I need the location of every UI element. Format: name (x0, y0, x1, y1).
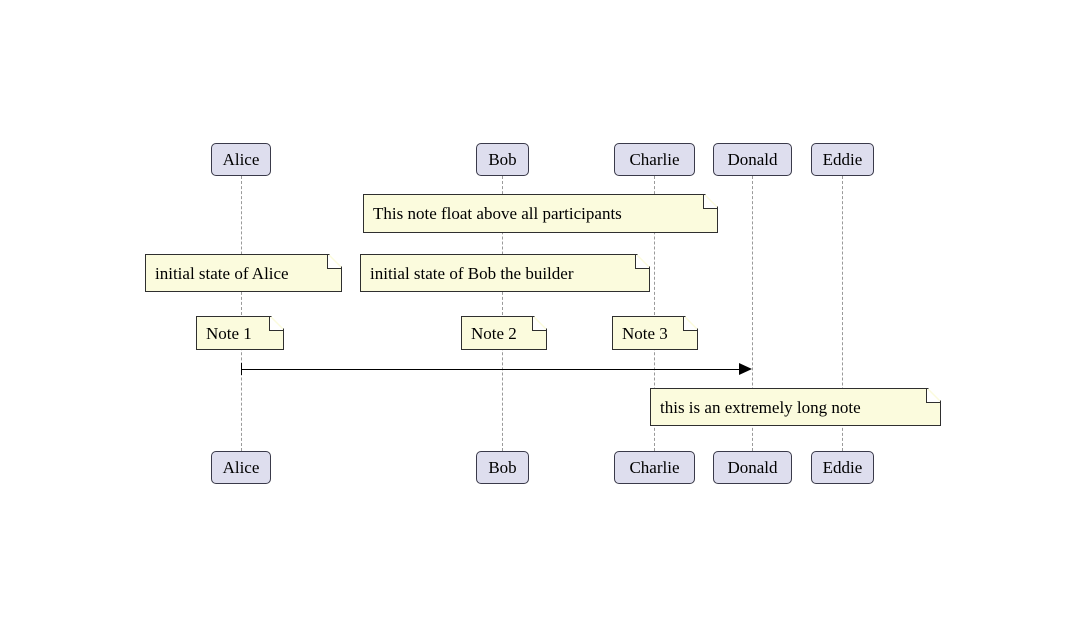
participant-charlie-bottom[interactable]: Charlie (614, 451, 695, 484)
participant-donald-top[interactable]: Donald (713, 143, 792, 176)
note-text: initial state of Bob the builder (370, 263, 574, 283)
lifeline-charlie (654, 176, 655, 451)
participant-label: Alice (222, 150, 260, 169)
note-2[interactable]: Note 2 (461, 316, 547, 350)
participant-label: Charlie (629, 458, 680, 477)
note-1[interactable]: Note 1 (196, 316, 284, 350)
note-text: Note 3 (622, 323, 668, 343)
note-3[interactable]: Note 3 (612, 316, 698, 350)
note-fold-corner-icon (635, 255, 649, 269)
note-fold-corner-icon (683, 317, 697, 331)
lifeline-donald (752, 176, 753, 451)
note-initial-state-bob[interactable]: initial state of Bob the builder (360, 254, 650, 292)
note-text: This note float above all participants (373, 204, 622, 223)
note-long[interactable]: this is an extremely long note (650, 388, 941, 426)
lifeline-bob (502, 176, 503, 451)
participant-label: Bob (488, 458, 517, 477)
participant-label: Eddie (822, 458, 863, 477)
note-fold-corner-icon (532, 317, 546, 331)
note-text: Note 2 (471, 323, 517, 343)
participant-label: Donald (727, 458, 778, 477)
participant-bob-top[interactable]: Bob (476, 143, 529, 176)
message-line (241, 369, 740, 370)
participant-alice-top[interactable]: Alice (211, 143, 271, 176)
note-fold-corner-icon (327, 255, 341, 269)
participant-charlie-top[interactable]: Charlie (614, 143, 695, 176)
participant-label: Alice (222, 458, 260, 477)
participant-label: Donald (727, 150, 778, 169)
participant-alice-bottom[interactable]: Alice (211, 451, 271, 484)
note-initial-state-alice[interactable]: initial state of Alice (145, 254, 342, 292)
participant-label: Bob (488, 150, 517, 169)
participant-bob-bottom[interactable]: Bob (476, 451, 529, 484)
note-fold-corner-icon (926, 389, 940, 403)
note-over-all-participants[interactable]: This note float above all participants (363, 194, 718, 233)
lifeline-eddie (842, 176, 843, 451)
arrowhead-icon (739, 363, 752, 375)
note-text: this is an extremely long note (660, 397, 861, 417)
participant-eddie-bottom[interactable]: Eddie (811, 451, 874, 484)
note-text: Note 1 (206, 323, 252, 343)
participant-label: Charlie (629, 150, 680, 169)
participant-donald-bottom[interactable]: Donald (713, 451, 792, 484)
participant-eddie-top[interactable]: Eddie (811, 143, 874, 176)
note-fold-corner-icon (269, 317, 283, 331)
note-text: initial state of Alice (155, 263, 289, 283)
participant-label: Eddie (822, 150, 863, 169)
lifeline-alice (241, 176, 242, 451)
note-fold-corner-icon (703, 195, 717, 209)
